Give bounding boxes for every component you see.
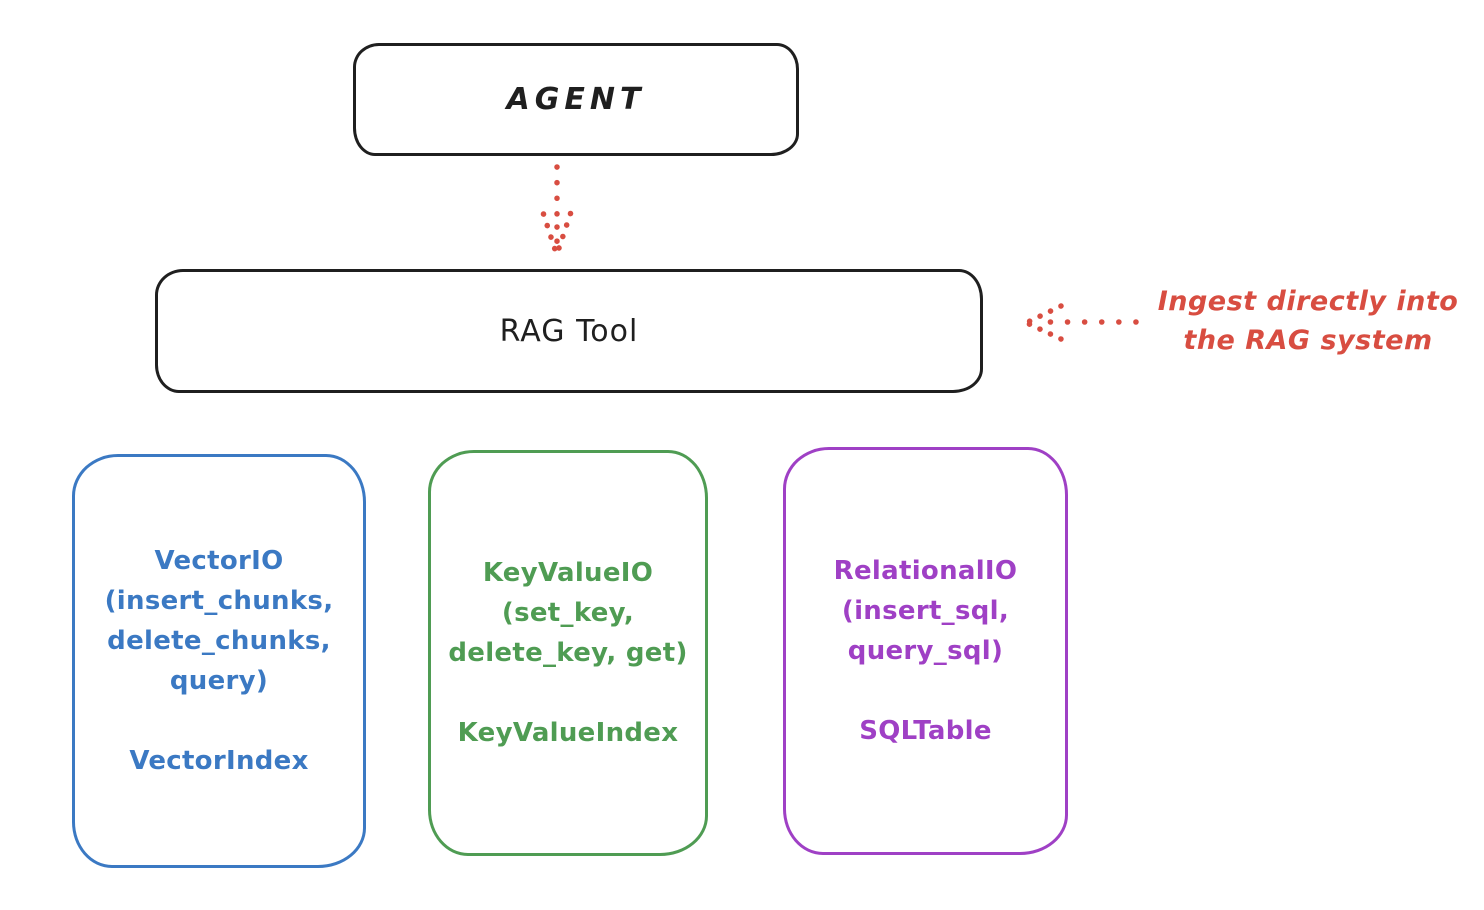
backend-keyvalue-io-text: KeyValueIO (set_key, delete_key, get) Ke… <box>448 553 687 753</box>
agent-to-rag-tool-arrow-icon <box>540 164 574 254</box>
agent-label: AGENT <box>506 82 646 117</box>
backend-line: delete_key, get) <box>448 638 688 668</box>
backend-line: RelationalIO <box>833 556 1018 586</box>
backend-node-keyvalue-io: KeyValueIO (set_key, delete_key, get) Ke… <box>428 450 708 856</box>
backend-line: VectorIO <box>154 546 284 576</box>
backend-vector-io-text: VectorIO (insert_chunks, delete_chunks, … <box>105 541 334 781</box>
ingest-annotation-line-1: Ingest directly into <box>1157 286 1459 317</box>
backend-index-label: VectorIndex <box>129 746 309 776</box>
ingest-annotation: Ingest directly into the RAG system <box>1136 282 1480 360</box>
backend-index-label: KeyValueIndex <box>457 718 679 748</box>
agent-node: AGENT <box>353 43 799 156</box>
backend-index-label: SQLTable <box>859 716 992 746</box>
backend-line: delete_chunks, <box>107 626 331 656</box>
backend-line: (insert_sql, <box>841 596 1010 626</box>
backend-line: query) <box>169 666 269 696</box>
rag-tool-label: RAG Tool <box>499 313 639 349</box>
backend-node-relational-io: RelationalIO (insert_sql, query_sql) SQL… <box>783 447 1068 855</box>
ingest-arrow-icon <box>1024 303 1139 342</box>
backend-line: KeyValueIO <box>482 558 654 588</box>
ingest-annotation-line-2: the RAG system <box>1183 325 1433 356</box>
backend-line: query_sql) <box>847 636 1004 666</box>
backend-line: (insert_chunks, <box>104 586 334 616</box>
backend-node-vector-io: VectorIO (insert_chunks, delete_chunks, … <box>72 454 366 868</box>
backend-relational-io-text: RelationalIO (insert_sql, query_sql) SQL… <box>834 551 1018 751</box>
backend-line: (set_key, <box>501 598 635 628</box>
rag-tool-node: RAG Tool <box>155 269 983 393</box>
